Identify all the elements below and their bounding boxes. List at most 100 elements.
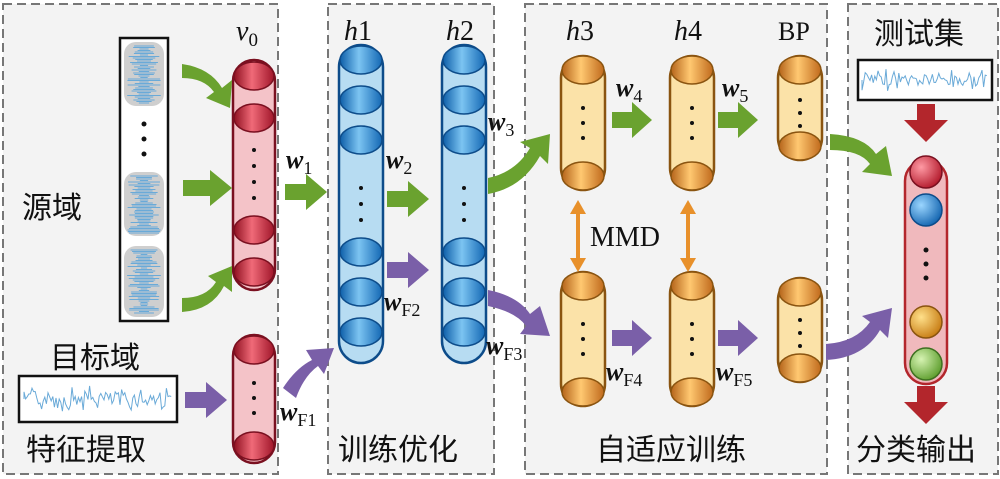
layer-h4-target-ellipsis-icon <box>690 322 694 356</box>
layer-h3-target-node <box>561 377 605 407</box>
target-domain-label: 目标域 <box>50 341 140 376</box>
arrow-target-input <box>185 382 227 418</box>
layer-h2-node <box>442 237 486 267</box>
feature-extraction-label: 特征提取 <box>26 433 146 468</box>
source-signal-strip <box>118 36 170 323</box>
layer-h3-target <box>559 270 607 408</box>
layer-h2-ellipsis-icon <box>462 186 466 222</box>
arrow-w1 <box>285 174 327 210</box>
weight-label-wf2: wF2 <box>384 287 420 320</box>
arrow-output-to-result <box>904 386 948 424</box>
mmd-label: MMD <box>590 222 660 253</box>
layer-h1-node <box>339 125 383 155</box>
layer-v0-source-node <box>233 215 275 245</box>
weight-label-wf1: wF1 <box>280 397 316 430</box>
arrows <box>182 64 948 424</box>
layer-h1-node <box>339 317 383 347</box>
layer-bp-target <box>776 276 824 384</box>
layer-v0-target-node <box>233 335 275 365</box>
classification-output-label: 分类输出 <box>856 433 976 468</box>
output-node-gold <box>909 305 943 339</box>
source-domain-label: 源域 <box>22 191 82 226</box>
layer-h2-node <box>442 85 486 115</box>
layer-h2-node <box>442 125 486 155</box>
pretrain-caption: 训练优化 <box>338 433 458 468</box>
layer-h2 <box>440 43 488 365</box>
arrow-wf5 <box>718 320 758 356</box>
arrow-w4 <box>612 102 652 138</box>
test-set-label: 测试集 <box>874 17 964 52</box>
layer-h1-node <box>339 277 383 307</box>
layer-label-h4: h4 <box>674 16 702 47</box>
layer-h1 <box>337 43 385 365</box>
mmd-arrow-right <box>680 200 696 272</box>
layer-v0-target-ellipsis-icon <box>252 381 256 415</box>
layer-h1-ellipsis-icon <box>359 186 363 222</box>
layer-v0-source-node <box>233 257 275 287</box>
adapt-caption: 自适应训练 <box>596 433 746 468</box>
layer-bp-target-ellipsis-icon <box>798 318 802 348</box>
layer-bp-source-node <box>778 131 822 161</box>
layer-h2-node <box>442 45 486 75</box>
output-node-blue <box>909 193 943 227</box>
layer-h4-target-node <box>670 271 714 301</box>
arrow-w5 <box>718 102 758 138</box>
layer-h4-source <box>668 54 716 192</box>
layer-h3-source-node <box>561 161 605 191</box>
layer-h4-target-node <box>670 377 714 407</box>
weight-label-wf3: wF3 <box>486 331 522 364</box>
layer-h2-node <box>442 317 486 347</box>
weight-label-w4: w4 <box>616 73 642 106</box>
layer-h1-node <box>339 45 383 75</box>
arrow-test-to-output <box>904 104 948 142</box>
weight-label-w5: w5 <box>722 73 748 106</box>
layer-v0-source-node <box>233 61 275 91</box>
mmd-arrow-left <box>570 200 586 272</box>
layer-h4-source-node <box>670 55 714 85</box>
arrow-w2 <box>387 181 429 217</box>
layer-h2-node <box>442 277 486 307</box>
layer-h3-source-ellipsis-icon <box>581 106 585 140</box>
layer-h4-target <box>668 270 716 408</box>
green-arrow-source-1 <box>182 64 232 108</box>
layer-h3-source-node <box>561 55 605 85</box>
layer-label-h3: h3 <box>566 16 594 47</box>
layer-h3-target-ellipsis-icon <box>581 322 585 356</box>
layer-label-h1: h1 <box>344 16 372 47</box>
layer-v0-target-node <box>233 431 275 461</box>
arrow-wf2 <box>387 252 429 288</box>
layer-bp-source-ellipsis-icon <box>798 98 802 128</box>
weight-label-w3: w3 <box>488 107 514 140</box>
output-node-green <box>909 347 943 381</box>
output-layer <box>903 155 949 386</box>
test-signal-box <box>856 58 994 102</box>
arrow-wf1 <box>283 348 334 398</box>
layer-bp-source <box>776 54 824 162</box>
layer-h4-source-ellipsis-icon <box>690 106 694 140</box>
layer-bp-target-node <box>778 353 822 383</box>
green-arrow-source-2 <box>183 170 232 206</box>
layer-h3-target-node <box>561 271 605 301</box>
weight-label-wf5: wF5 <box>716 357 752 390</box>
weight-label-w1: w1 <box>286 145 312 178</box>
output-ellipsis-icon <box>923 247 929 281</box>
arrow-wf4 <box>612 320 652 356</box>
layer-v0-source <box>231 58 277 292</box>
target-signal-box <box>17 374 179 424</box>
layers <box>231 43 824 465</box>
layer-label-bp: BP <box>778 17 810 46</box>
green-arrow-source-3 <box>182 266 232 312</box>
layer-h3-source <box>559 54 607 192</box>
layer-h1-node <box>339 237 383 267</box>
strip-ellipsis-icon <box>141 121 147 157</box>
arrow-bpb-to-output <box>826 308 892 360</box>
arrow-bp-to-output <box>830 134 892 176</box>
layer-v0-source-node <box>233 103 275 133</box>
layer-h4-source-node <box>670 161 714 191</box>
layer-label-v0: v0 <box>236 16 258 51</box>
layer-label-h2: h2 <box>446 16 474 47</box>
layer-h1-node <box>339 85 383 115</box>
output-node-red <box>909 155 943 189</box>
layer-bp-target-node <box>778 277 822 307</box>
